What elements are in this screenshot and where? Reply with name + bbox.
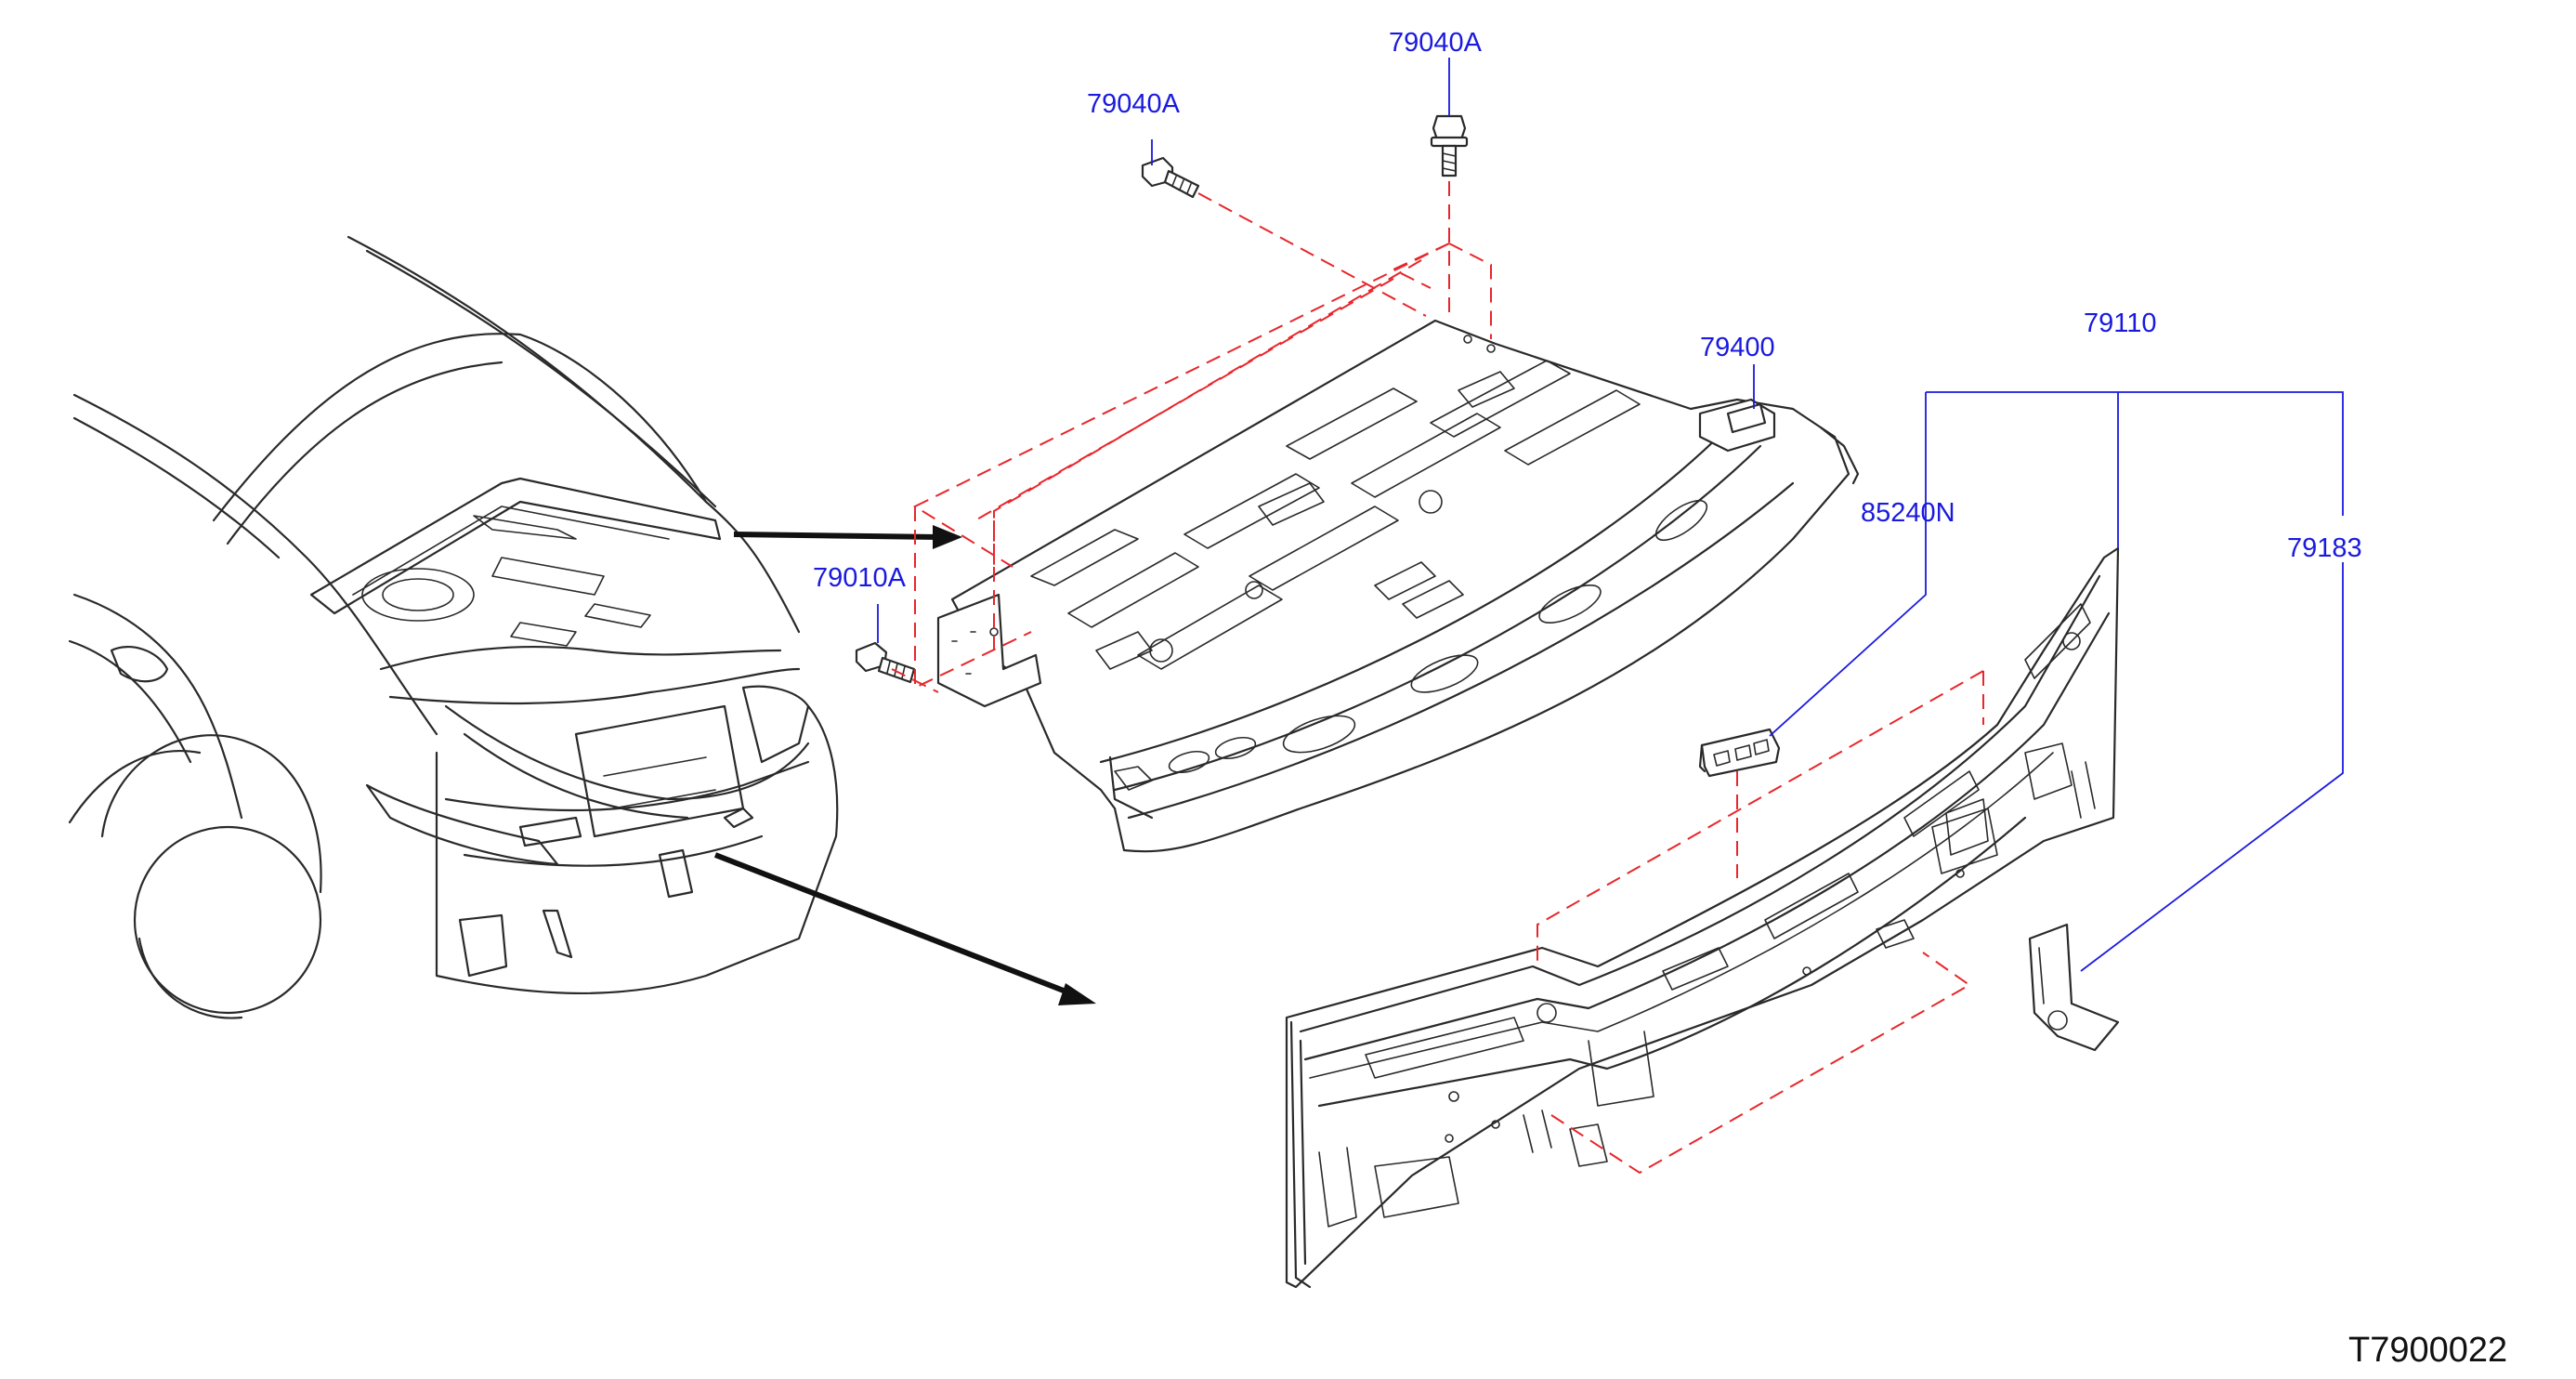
part-label-79040a-top[interactable]: 79040A <box>1389 28 1482 58</box>
part-label-79010a[interactable]: 79010A <box>813 563 906 593</box>
vehicle-rear-illustration <box>68 235 839 1019</box>
callout-arrow-shelf <box>733 532 939 540</box>
diagram-code: T7900022 <box>2348 1331 2508 1370</box>
bolt-79040a-top <box>1430 114 1469 177</box>
part-label-85240n[interactable]: 85240N <box>1861 498 1955 528</box>
leader-lines <box>877 58 2344 972</box>
rear-panel-assembly <box>1285 546 2120 1289</box>
part-label-79110[interactable]: 79110 <box>2084 309 2157 338</box>
assembly-guide-lines <box>891 181 1984 1175</box>
part-label-79183[interactable]: 79183 <box>2287 533 2362 563</box>
callout-arrow-panel <box>713 852 1075 997</box>
part-label-79040a-left[interactable]: 79040A <box>1087 89 1180 119</box>
bracket-79183 <box>2028 923 2120 1052</box>
rear-parcel-shelf <box>936 319 1860 853</box>
bolt-79040a-left <box>1141 156 1200 199</box>
part-label-79400[interactable]: 79400 <box>1700 333 1775 362</box>
bolt-79010a <box>855 641 916 684</box>
bracket-85240n <box>1698 728 1781 778</box>
